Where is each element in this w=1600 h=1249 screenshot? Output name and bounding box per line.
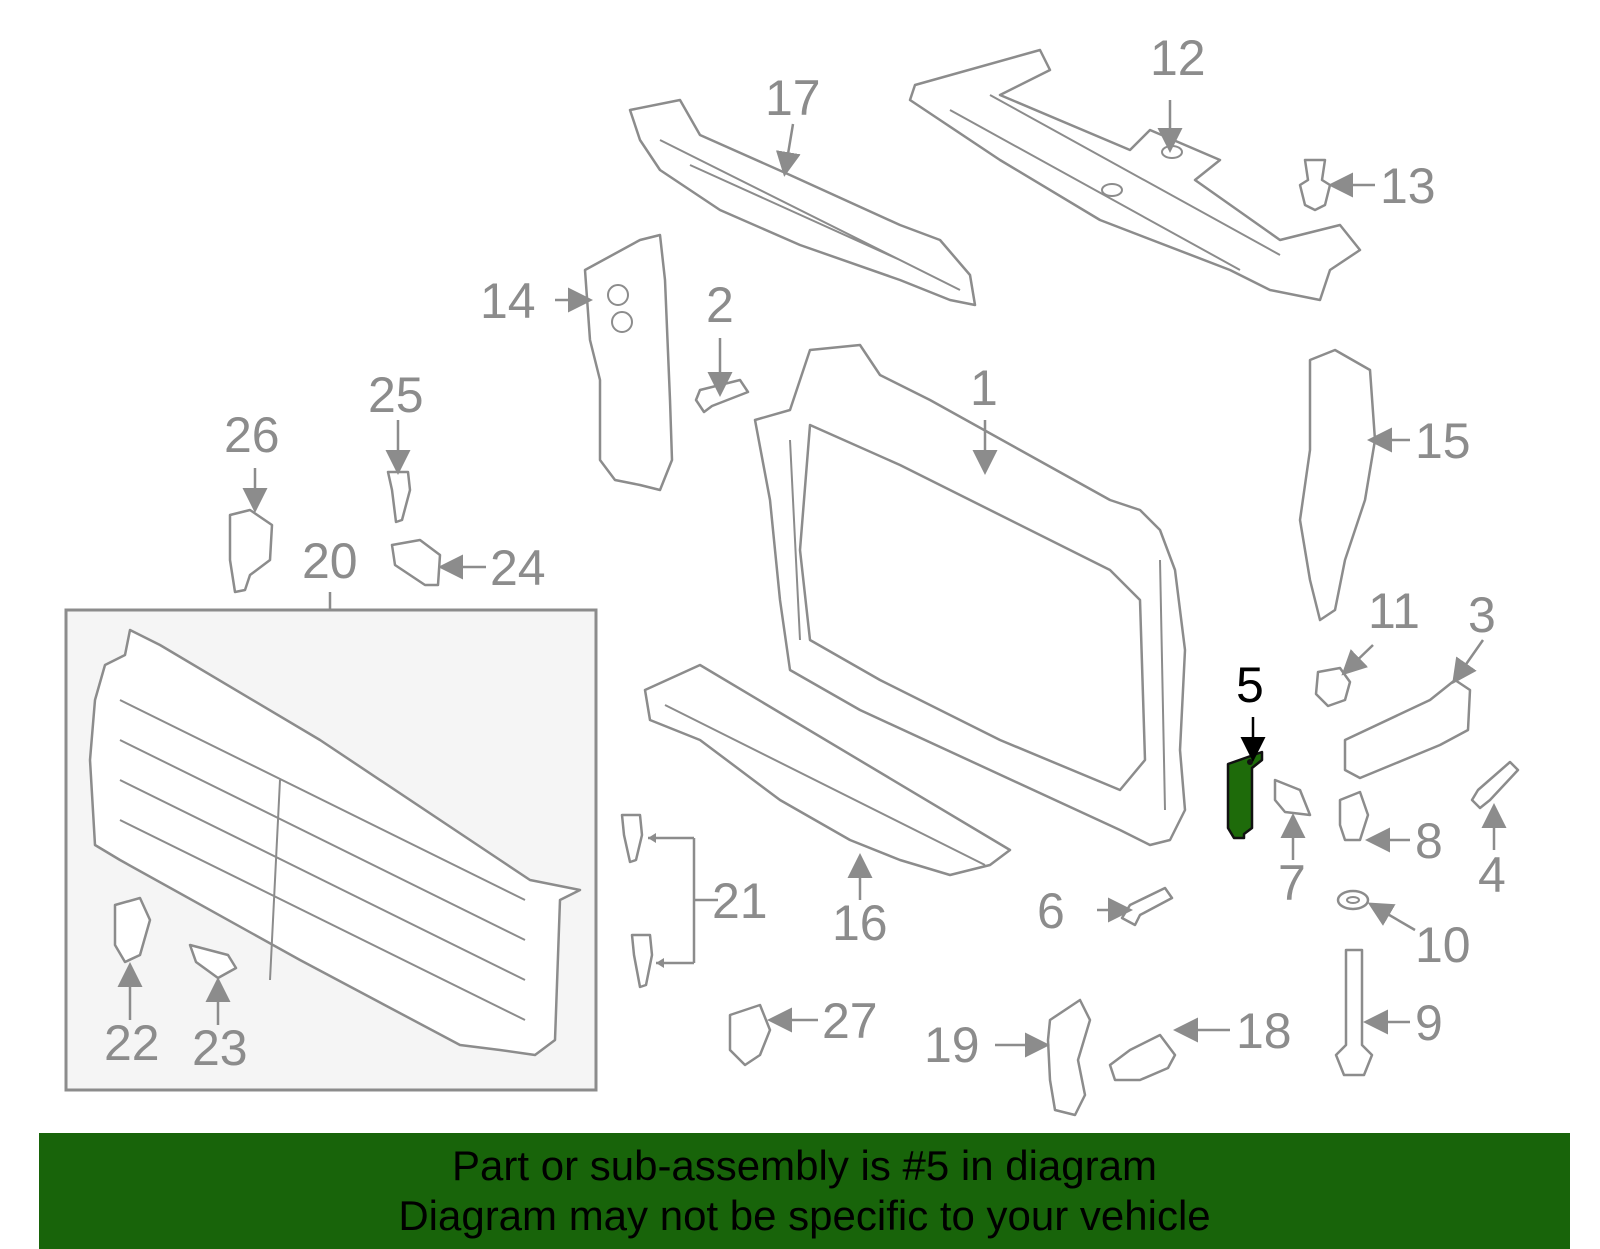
callout-24: 24 (490, 540, 546, 596)
callout-27: 27 (822, 993, 878, 1049)
part-25-screw (386, 470, 412, 524)
part-17-air-deflector (628, 98, 977, 307)
callout-10: 10 (1415, 917, 1471, 973)
callout-13: 13 (1380, 158, 1436, 214)
part-10-washer (1336, 889, 1370, 911)
callout-8: 8 (1415, 813, 1443, 869)
callout-6: 6 (1037, 883, 1065, 939)
callout-21: 21 (712, 873, 768, 929)
part-18-sensor (1108, 1033, 1177, 1082)
callout-12: 12 (1150, 30, 1206, 86)
part-9-long-bolt (1334, 948, 1374, 1077)
part-7-clip (1273, 778, 1312, 817)
callout-7: 7 (1278, 855, 1306, 911)
callout-labels: 1 2 3 4 5 6 7 8 9 10 11 12 13 14 15 16 1… (104, 30, 1506, 1076)
callout-23: 23 (192, 1020, 248, 1076)
part-12-upper-crossmember (908, 48, 1362, 302)
callout-22: 22 (104, 1015, 160, 1071)
part-21-screws (620, 813, 654, 989)
part-3-bracket (1343, 678, 1472, 780)
banner-line-1: Part or sub-assembly is #5 in diagram (452, 1142, 1157, 1189)
callout-16: 16 (832, 895, 888, 951)
banner-line-2: Diagram may not be specific to your vehi… (398, 1192, 1211, 1239)
part-16-lower-deflector (643, 663, 1012, 877)
callout-4: 4 (1478, 847, 1506, 903)
callout-17: 17 (765, 70, 821, 126)
callout-5-highlighted: 5 (1236, 657, 1264, 713)
part-27-clip (728, 1003, 772, 1067)
part-5-bracket-highlighted (1226, 750, 1264, 840)
part-11-nut (1314, 666, 1352, 708)
part-14-left-air-guide (583, 233, 674, 492)
callout-25: 25 (368, 367, 424, 423)
part-4-bolt (1470, 760, 1520, 810)
callout-9: 9 (1415, 995, 1443, 1051)
callout-2: 2 (706, 277, 734, 333)
callout-1: 1 (970, 360, 998, 416)
part-6-bolt (1120, 886, 1174, 927)
callout-14: 14 (480, 273, 536, 329)
part-8-clip (1338, 790, 1370, 842)
part-24-clip (390, 538, 442, 587)
leader-lines (117, 100, 1507, 1058)
part-2-bolt (694, 378, 750, 414)
info-banner: Part or sub-assembly is #5 in diagram Di… (39, 1133, 1570, 1249)
part-26-bracket (228, 508, 274, 594)
callout-19: 19 (924, 1017, 980, 1073)
callout-26: 26 (224, 407, 280, 463)
callout-18: 18 (1236, 1003, 1292, 1059)
callout-3: 3 (1468, 587, 1496, 643)
callout-20: 20 (302, 533, 358, 589)
part-15-right-air-guide (1298, 348, 1377, 622)
part-1-radiator-support (753, 343, 1187, 847)
part-19-latch (1046, 998, 1092, 1117)
part-20-box (64, 608, 598, 1092)
callout-11: 11 (1368, 583, 1420, 639)
part-13-pin-clip (1298, 158, 1332, 212)
callout-15: 15 (1415, 413, 1471, 469)
